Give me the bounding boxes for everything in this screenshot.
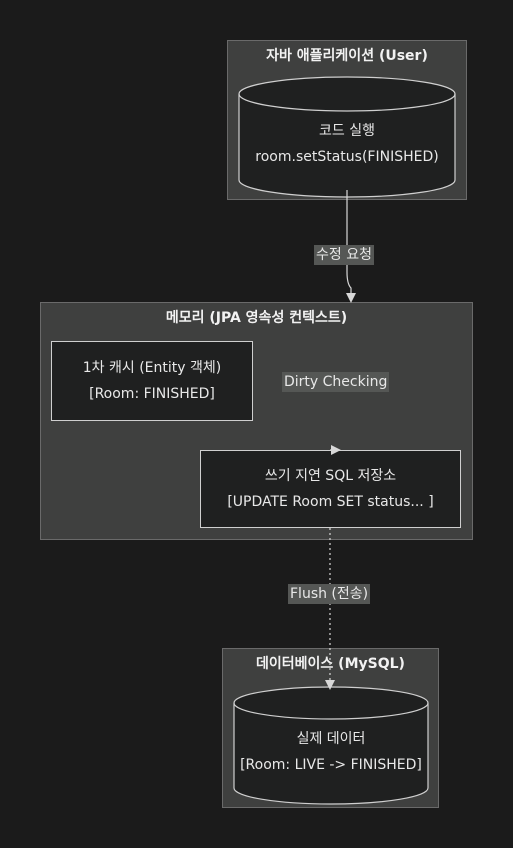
group-title-java-application: 자바 애플리케이션 (User) (266, 48, 428, 64)
node-write-behind-detail: [UPDATE Room SET status... ] (227, 494, 434, 510)
node-write-behind-sql-store: 쓰기 지연 SQL 저장소 [UPDATE Room SET status...… (200, 450, 461, 528)
node-actual-data-detail: [Room: LIVE -> FINISHED] (240, 757, 422, 773)
group-title-database: 데이터베이스 (MySQL) (256, 656, 405, 672)
cylinder-actual-data (233, 686, 429, 805)
cylinder-code-run (238, 76, 456, 198)
label-dirty-checking: Dirty Checking (282, 372, 390, 392)
group-title-memory: 메모리 (JPA 영속성 컨텍스트) (165, 310, 348, 326)
node-write-behind-title: 쓰기 지연 SQL 저장소 (264, 468, 397, 484)
node-code-run: 코드 실행 room.setStatus(FINISHED) (238, 114, 456, 174)
edge-label-flush: Flush (전송) (288, 584, 371, 604)
node-code-run-title: 코드 실행 (319, 123, 375, 139)
edge-label-modify-request: 수정 요청 (314, 245, 374, 265)
node-actual-data-title: 실제 데이터 (296, 731, 366, 747)
node-cache-detail: [Room: FINISHED] (89, 386, 215, 402)
node-cache-title: 1차 캐시 (Entity 객체) (82, 360, 222, 376)
node-first-level-cache: 1차 캐시 (Entity 객체) [Room: FINISHED] (51, 341, 253, 421)
node-actual-data: 실제 데이터 [Room: LIVE -> FINISHED] (233, 722, 429, 782)
node-code-run-detail: room.setStatus(FINISHED) (255, 149, 439, 165)
